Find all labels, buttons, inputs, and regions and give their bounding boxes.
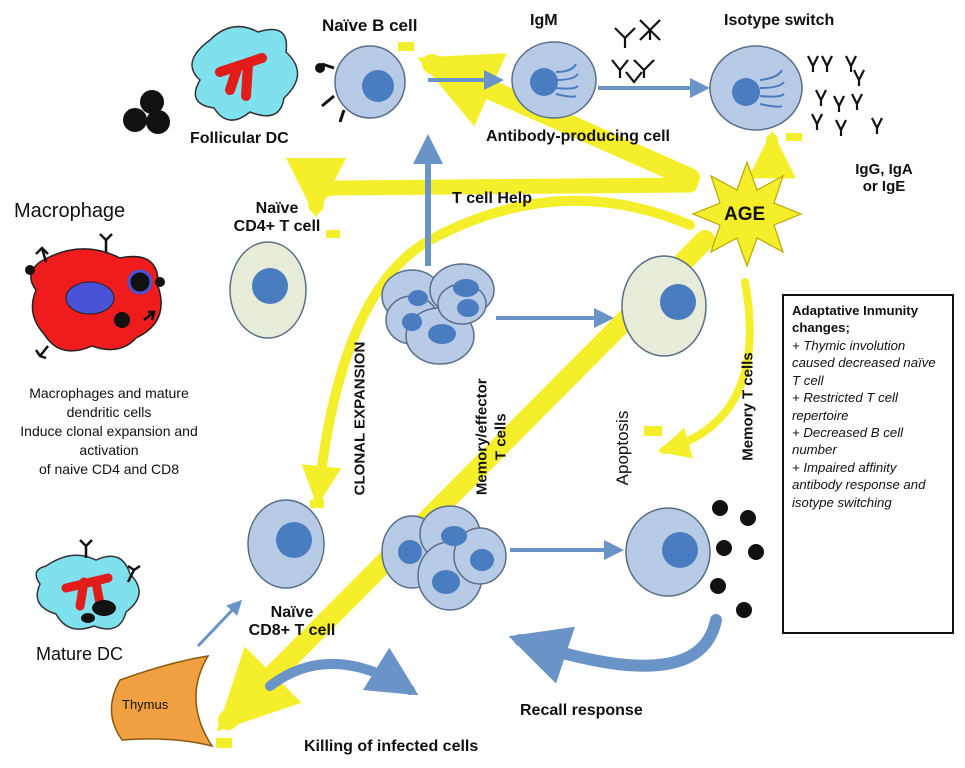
adaptive-immunity-info-box: Adaptative Inmunity changes; + Thymic in… — [782, 294, 954, 634]
isotype-marker — [786, 133, 802, 141]
recall-response-label: Recall response — [520, 702, 643, 719]
naive-cd8-label: Naïve CD8+ T cell — [232, 604, 352, 640]
isotype-switch-label: Isotype switch — [724, 12, 835, 29]
naive-cd4-marker — [326, 230, 340, 238]
info-item-repertoire: + Restricted T cell repertoire — [792, 390, 898, 423]
antibodies-igm — [611, 19, 661, 84]
black-particles-cluster — [123, 90, 170, 134]
memory-t-cell-top — [621, 255, 707, 357]
macro-text-line4: activation — [79, 442, 139, 459]
naive-cd4-line2: CD4+ T cell — [233, 217, 321, 235]
naive-cd4-t-cell — [229, 241, 307, 339]
naive-cd8-t-cell — [247, 499, 325, 589]
thymus-label: Thymus — [122, 697, 169, 712]
igg-line1: IgG, IgA — [855, 161, 913, 178]
apoptosis-label: Apoptosis — [613, 410, 632, 486]
naive-b-cell-label: Naïve B cell — [322, 16, 418, 35]
naive-cd8-line1: Naïve — [270, 604, 314, 621]
memory-t-cell-bottom — [625, 507, 711, 597]
memory-effector-line2: T cells — [492, 413, 509, 461]
memory-effector-line1: Memory/effector — [473, 378, 491, 496]
naive-b-marker — [398, 42, 414, 51]
naive-cd4-label: Naïve CD4+ T cell — [222, 200, 332, 236]
thymus-shape — [110, 655, 214, 748]
igm-label: IgM — [530, 12, 558, 29]
thymus-marker — [216, 738, 232, 748]
isotype-switch-cell — [709, 45, 803, 131]
macrophage-description: Macrophages and mature dendritic cells I… — [2, 384, 216, 479]
naive-b-cell — [315, 45, 406, 123]
igm-cell — [511, 41, 597, 119]
info-box-title: Adaptative Inmunity changes; — [792, 303, 919, 336]
t-cell-help-label: T cell Help — [452, 190, 533, 207]
apoptosis-marker — [644, 426, 662, 436]
macrophage-cell — [25, 233, 165, 360]
mature-dc-cell — [35, 539, 141, 630]
macrophage-label: Macrophage — [14, 200, 126, 222]
killing-label: Killing of infected cells — [304, 738, 479, 755]
macro-text-line2: dendritic cells — [66, 404, 152, 421]
age-to-naive-b-arrow — [417, 53, 700, 188]
memory-to-apoptosis-arrow — [657, 278, 754, 459]
naive-cd4-line1: Naïve — [255, 200, 299, 217]
info-item-affinity: + Impaired affinity antibody response an… — [792, 459, 926, 510]
macro-text-line1: Macrophages and mature — [29, 385, 189, 401]
black-particles-memory — [710, 500, 764, 618]
thymus-to-cd8-arrow — [196, 599, 243, 648]
macro-text-line3: Induce clonal expansion and — [20, 423, 198, 440]
follicular-dc-label: Follicular DC — [190, 130, 289, 147]
info-item-b-cell: + Decreased B cell number — [792, 424, 904, 458]
igg-iga-ige-label: IgG, IgA or IgE — [834, 161, 934, 196]
memory-effector-label: Memory/effector T cells — [473, 357, 511, 517]
clonal-expansion-label: CLONAL EXPANSION — [351, 341, 369, 496]
blue-flow-arrows — [196, 70, 710, 648]
age-to-naive-cd4-arrow — [286, 157, 698, 218]
antibody-producing-cell-label: Antibody-producing cell — [486, 128, 670, 145]
macro-text-line5: of naive CD4 and CD8 — [38, 461, 180, 478]
igg-line2: or IgE — [862, 177, 906, 195]
age-label: AGE — [724, 204, 766, 225]
recall-response-arrow — [508, 614, 722, 684]
follicular-dc — [191, 25, 299, 121]
memory-effector-cluster-top — [381, 263, 495, 365]
memory-t-cells-label: Memory T cells — [739, 352, 757, 461]
killing-arrow — [265, 647, 419, 696]
age-star — [691, 160, 803, 268]
antibodies-isotype — [807, 55, 883, 136]
memory-effector-cluster-bottom — [381, 505, 507, 611]
mature-dc-label: Mature DC — [36, 644, 124, 664]
naive-cd8-line2: CD8+ T cell — [248, 621, 336, 639]
naive-cd8-marker — [310, 500, 324, 508]
info-item-thymic: + Thymic involution caused decreased naï… — [792, 337, 936, 388]
